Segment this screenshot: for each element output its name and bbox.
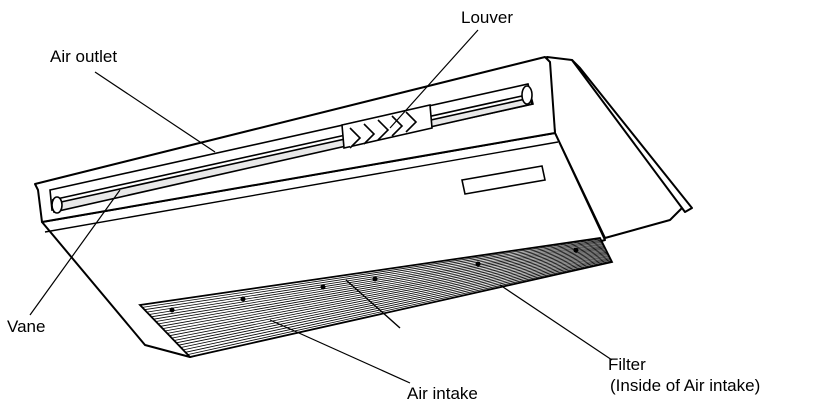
label-vane: Vane	[7, 317, 46, 336]
grille-slat	[171, 252, 608, 339]
grille-slat	[174, 254, 609, 341]
leader-lines	[29, 29, 613, 384]
grille-slat	[185, 259, 611, 353]
grille-slat	[153, 244, 604, 320]
grille-slat	[164, 249, 607, 332]
louver-blade-4	[391, 115, 404, 137]
grille-slat	[144, 239, 602, 311]
grille-slat	[158, 246, 605, 325]
vane-upper-edge	[51, 93, 532, 201]
grille-slat	[176, 255, 609, 344]
grille-slat	[167, 250, 607, 334]
louver	[341, 104, 433, 149]
grille-slat	[142, 238, 601, 308]
grille-slat	[183, 258, 611, 351]
leader-louver	[389, 29, 479, 129]
grille-slat	[162, 248, 606, 329]
label-air-intake: Air intake	[407, 384, 478, 403]
panel-lines	[41, 132, 559, 233]
vane-left-cap	[51, 196, 63, 214]
grille-slat	[169, 251, 608, 337]
grille-slat	[160, 247, 605, 327]
leader-filter	[499, 284, 613, 361]
label-filter-note: (Inside of Air intake)	[610, 376, 761, 395]
louver-blade-2	[363, 123, 376, 145]
louver-blade-5	[405, 111, 418, 133]
leader-air-intake	[269, 319, 411, 384]
filter-divider	[345, 279, 401, 329]
label-filter: Filter	[608, 355, 646, 374]
leader-vane	[29, 189, 121, 316]
grille-screws	[169, 247, 579, 313]
grille-slat	[187, 260, 612, 355]
grille-slat	[155, 245, 604, 322]
leader-air-outlet	[94, 71, 216, 153]
air-intake-grille	[138, 237, 614, 358]
label-air-outlet: Air outlet	[50, 47, 118, 66]
louver-blade-3	[377, 119, 390, 141]
vane-right-cap	[521, 85, 533, 105]
unit-right-edge-strip	[571, 59, 693, 213]
label-louver: Louver	[461, 8, 513, 27]
air-intake-slats	[142, 238, 612, 355]
grille-slat	[178, 256, 610, 346]
display-window	[461, 165, 546, 195]
louver-blade-1	[349, 127, 362, 149]
grille-slat	[180, 257, 610, 348]
